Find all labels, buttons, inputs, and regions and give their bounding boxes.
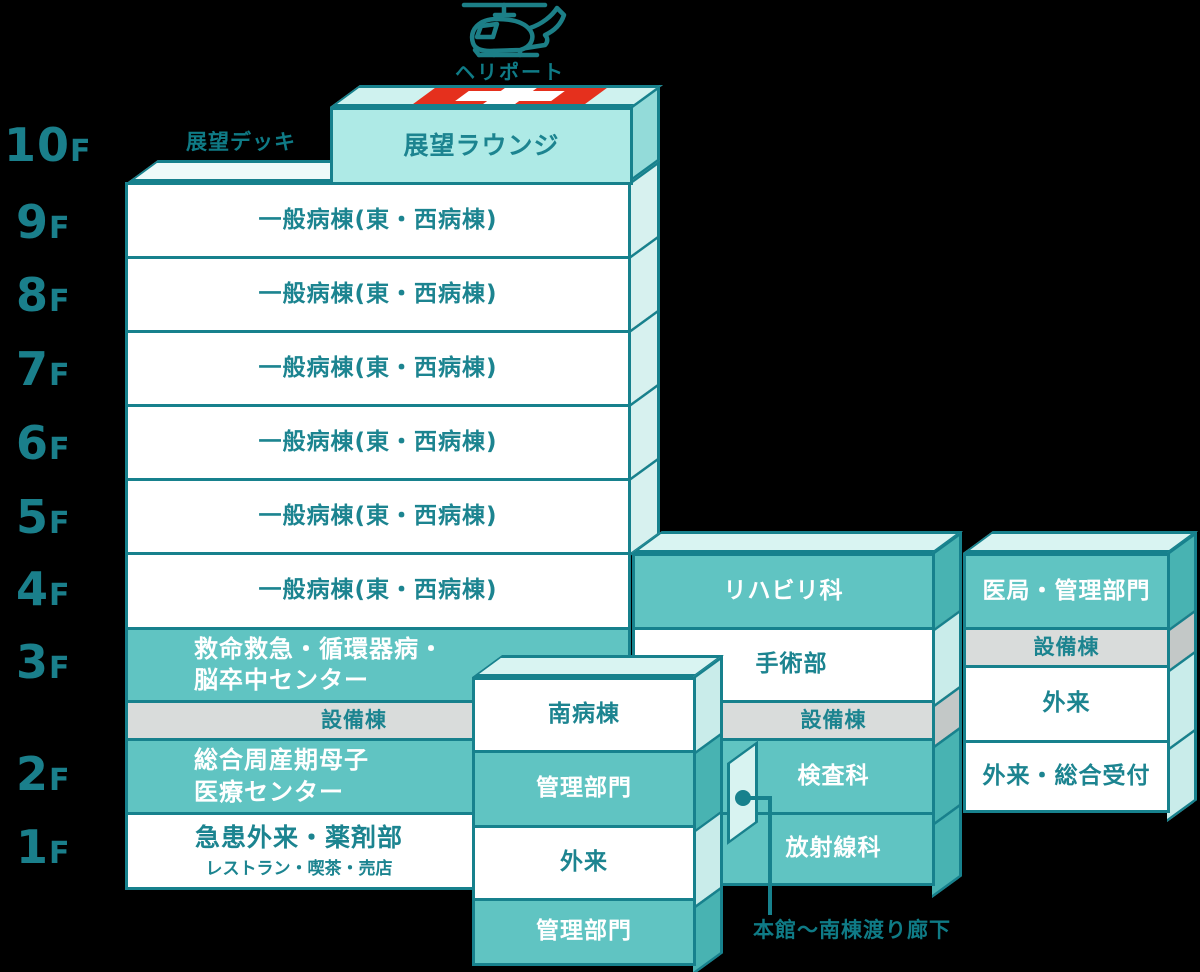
- floor-label-7f: 7F: [16, 342, 71, 396]
- floor-row-10f-lounge: 展望ラウンジ: [330, 107, 633, 185]
- floor-text: 外来・総合受付: [982, 762, 1151, 789]
- right-floor-reception: 外来・総合受付: [963, 740, 1170, 813]
- south-building-roof: [472, 655, 724, 677]
- corridor-callout-line: [743, 796, 772, 800]
- floor-text: 一般病棟(東・西病棟): [258, 428, 498, 455]
- annex-floor-rehabilitation: リハビリ科: [632, 553, 935, 630]
- floor-row-5f: 一般病棟(東・西病棟): [125, 478, 631, 555]
- floor-text: 南病棟: [548, 701, 620, 728]
- right-building-side-face: [1167, 531, 1197, 822]
- floor-text: 外来: [560, 849, 608, 876]
- corridor-label: 本館〜南棟渡り廊下: [753, 918, 951, 942]
- floor-text: 一般病棟(東・西病棟): [258, 206, 498, 233]
- lounge-roof: [330, 85, 663, 107]
- floor-label-2f: 2F: [16, 747, 71, 801]
- floor-text: 管理部門: [536, 775, 632, 802]
- right-floor-equipment: 設備棟: [963, 627, 1170, 668]
- floor-text: 脳卒中センター: [194, 666, 369, 694]
- floor-text: 放射線科: [785, 835, 882, 862]
- floor-text: 手術部: [755, 651, 828, 678]
- south-floor-outpatient: 外来: [472, 825, 696, 901]
- floor-text: 設備棟: [321, 707, 387, 732]
- observation-deck-label: 展望デッキ: [186, 130, 296, 154]
- right-floor-medical-office: 医局・管理部門: [963, 553, 1170, 630]
- floor-text: 設備棟: [1033, 634, 1100, 659]
- floor-text: 医療センター: [194, 777, 344, 806]
- floor-text: 設備棟: [800, 707, 867, 732]
- floor-label-8f: 8F: [16, 268, 71, 322]
- corridor-callout-line: [768, 796, 772, 915]
- floor-text: 医局・管理部門: [982, 577, 1151, 604]
- floor-row-4f: 一般病棟(東・西病棟): [125, 552, 631, 630]
- floor-label-9f: 9F: [16, 195, 71, 249]
- right-floor-outpatient: 外来: [963, 665, 1170, 743]
- floor-row-7f: 一般病棟(東・西病棟): [125, 330, 631, 407]
- floor-label-10f: 10F: [4, 118, 92, 172]
- south-floor-admin-upper: 管理部門: [472, 750, 696, 828]
- annex-side-face: [932, 531, 962, 898]
- floor-subtext: レストラン・喫茶・売店: [205, 858, 393, 879]
- floor-text: 一般病棟(東・西病棟): [258, 502, 498, 529]
- helipad-stripe: [413, 88, 607, 104]
- floor-text: 救命救急・循環器病・: [194, 634, 444, 663]
- floor-row-9f: 一般病棟(東・西病棟): [125, 182, 631, 259]
- floor-label-5f: 5F: [16, 490, 71, 544]
- floor-row-8f: 一般病棟(東・西病棟): [125, 256, 631, 333]
- floor-label-4f: 4F: [16, 562, 71, 616]
- south-building-side-face: [693, 655, 723, 972]
- helicopter-icon: [461, 2, 567, 58]
- floor-text: 外来: [1042, 690, 1091, 717]
- main-building-side-face: [630, 160, 660, 556]
- floor-text: 急患外来・薬剤部: [194, 823, 403, 853]
- right-building-roof: [963, 531, 1198, 553]
- south-floor-ward: 南病棟: [472, 677, 696, 753]
- floor-text: 総合周産期母子: [194, 746, 369, 775]
- floor-text: 一般病棟(東・西病棟): [258, 280, 498, 307]
- floor-row-6f: 一般病棟(東・西病棟): [125, 404, 631, 481]
- floor-label-1f: 1F: [16, 820, 71, 874]
- floor-text: 一般病棟(東・西病棟): [258, 577, 498, 604]
- floor-label-3f: 3F: [16, 635, 71, 689]
- floor-text: 展望ラウンジ: [403, 130, 560, 160]
- floor-text: 一般病棟(東・西病棟): [258, 354, 498, 381]
- floor-label-6f: 6F: [16, 416, 71, 470]
- south-floor-admin-lower: 管理部門: [472, 898, 696, 966]
- annex-roof: [632, 531, 963, 553]
- floor-text: リハビリ科: [723, 577, 844, 604]
- heliport-label: ヘリポート: [455, 60, 565, 84]
- floor-text: 管理部門: [536, 918, 632, 945]
- floor-text: 検査科: [797, 762, 870, 789]
